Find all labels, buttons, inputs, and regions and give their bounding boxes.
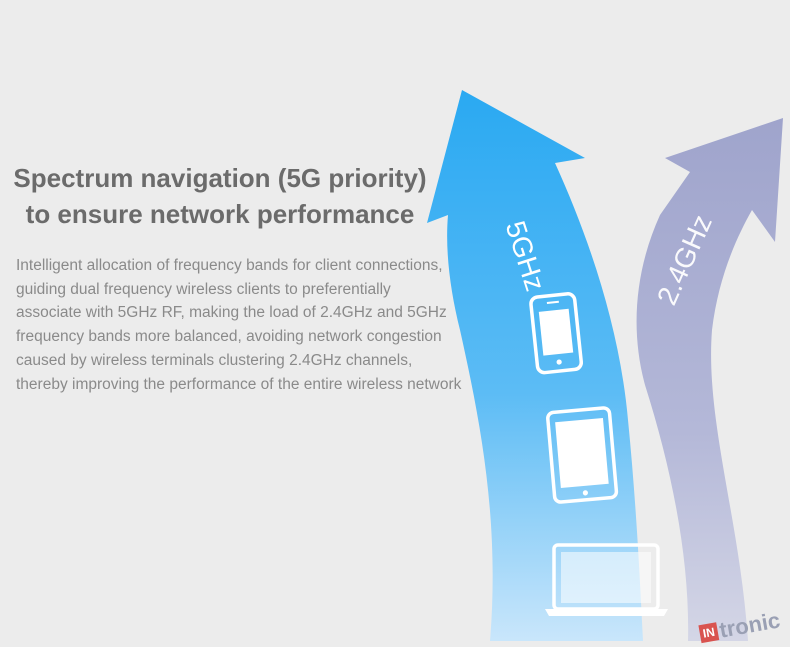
headline-line-1: Spectrum navigation (5G priority) [13, 163, 427, 193]
description-line-5: caused by wireless terminals clustering … [16, 351, 413, 369]
logo-mark: IN [698, 622, 720, 644]
arrow-5ghz [427, 90, 643, 641]
description-line-6: thereby improving the performance of the… [16, 375, 462, 393]
headline: Spectrum navigation (5G priority) to ens… [0, 160, 440, 232]
smartphone-icon [529, 292, 584, 375]
laptop-icon [545, 543, 668, 616]
tablet-icon [546, 406, 619, 504]
description-line-4: frequency bands more balanced, avoiding … [16, 328, 442, 346]
arrow-2-4ghz [636, 118, 783, 641]
description-line-2: guiding dual frequency wireless clients … [16, 280, 391, 298]
description: Intelligent allocation of frequency band… [16, 254, 546, 396]
headline-line-2: to ensure network performance [25, 199, 415, 229]
description-line-1: Intelligent allocation of frequency band… [16, 257, 443, 274]
description-line-3: associate with 5GHz RF, making the load … [16, 304, 447, 322]
